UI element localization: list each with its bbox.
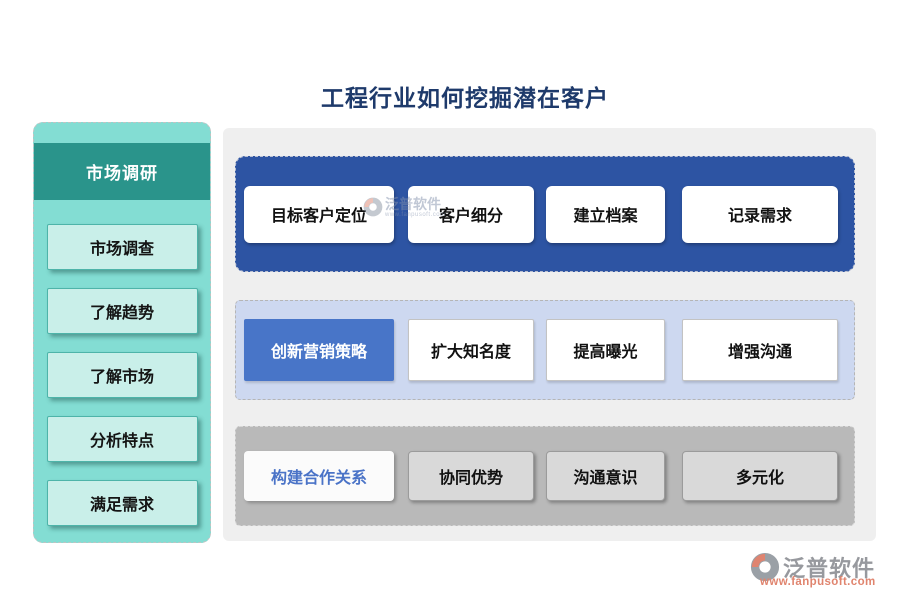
node-record-needs: 记录需求	[682, 185, 838, 243]
node-communication-awareness: 沟通意识	[546, 451, 665, 501]
vendor-brand-name: 泛普软件	[783, 556, 876, 581]
sidebar-item-understand-market: 了解市场	[46, 352, 198, 398]
node-target-customer-positioning: 目标客户定位	[244, 185, 394, 243]
row-marketing-strategy: 创新营销策略 扩大知名度 提高曝光 增强沟通	[235, 300, 855, 400]
page-title: 工程行业如何挖掘潜在客户	[321, 85, 609, 111]
vendor-logo-icon	[750, 552, 780, 587]
row-cooperation: 构建合作关系 协同优势 沟通意识 多元化	[235, 426, 855, 526]
node-customer-segmentation: 客户细分	[408, 185, 534, 243]
row-customer-positioning: 目标客户定位 客户细分 建立档案 记录需求	[235, 156, 855, 272]
sidebar-panel: 市场调研 市场调查 了解趋势 了解市场 分析特点 满足需求	[33, 122, 211, 543]
sidebar-item-understand-trends: 了解趋势	[46, 288, 198, 334]
sidebar-header: 市场调研	[34, 143, 210, 200]
node-enhance-communication: 增强沟通	[682, 319, 838, 381]
node-create-archive: 建立档案	[546, 185, 665, 243]
sidebar-item-analyze-features: 分析特点	[46, 416, 198, 462]
node-diversification: 多元化	[682, 451, 838, 501]
node-build-cooperation: 构建合作关系	[244, 451, 394, 501]
node-increase-exposure: 提高曝光	[546, 319, 665, 381]
node-innovative-marketing-strategy: 创新营销策略	[244, 319, 394, 381]
vendor-website-url: www.fanpusoft.com	[760, 576, 876, 588]
sidebar-item-market-survey: 市场调查	[46, 224, 198, 270]
sidebar-item-meet-needs: 满足需求	[46, 480, 198, 526]
vendor-logo: 泛普软件 www.fanpusoft.com	[750, 551, 898, 593]
node-synergy-advantage: 协同优势	[408, 451, 534, 501]
node-expand-awareness: 扩大知名度	[408, 319, 534, 381]
